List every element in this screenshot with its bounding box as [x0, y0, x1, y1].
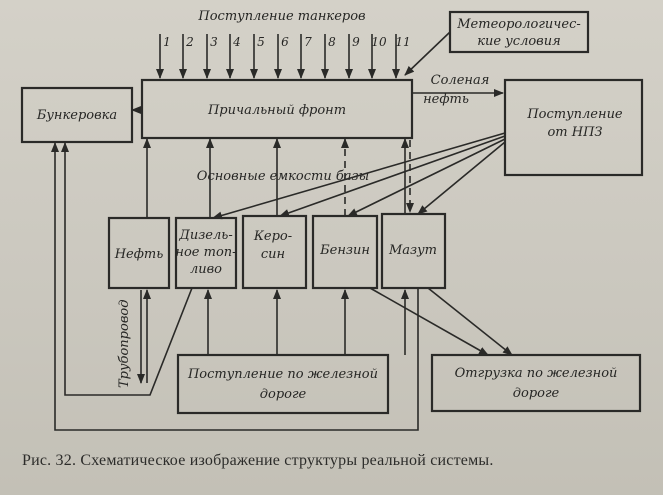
- diesel-to-bunkering-line: [61, 142, 193, 396]
- kerosene-box: [241, 214, 308, 290]
- tanker-number-8: 8: [328, 35, 336, 49]
- main-tanks-label: Основные емкости базы: [197, 169, 369, 184]
- bunkering-box: [20, 86, 134, 144]
- tanker-number-4: 4: [232, 35, 241, 49]
- diesel-box: [174, 216, 238, 290]
- figure-caption: Рис. 32. Схематическое изображение струк…: [22, 452, 494, 469]
- rail-out-label-2: дороге: [513, 386, 560, 401]
- tanker-number-3: 3: [210, 35, 218, 49]
- refinery-to-kerosene-arrow: [279, 135, 506, 217]
- tanker-arrows: [156, 34, 400, 79]
- meteo-label-2: кие условия: [477, 34, 560, 49]
- rail-in-box: [176, 353, 390, 415]
- diesel-label-2: ное топ-: [175, 245, 236, 260]
- berth-front-label: Причальный фронт: [207, 103, 346, 118]
- refinery-label-2: от НПЗ: [547, 125, 602, 140]
- rail-in-label-2: дороге: [260, 387, 307, 402]
- refinery-box: [503, 78, 644, 177]
- brackish-oil-label-1: Соленая: [431, 73, 490, 88]
- refinery-to-diesel-arrow: [212, 132, 506, 220]
- fuel-oil-to-rail-out-arrow: [427, 287, 513, 356]
- tanker-number-2: 2: [185, 35, 194, 49]
- oil-label: Нефть: [114, 247, 164, 262]
- tanker-number-6: 6: [281, 35, 289, 49]
- refinery-label-1: Поступление: [526, 107, 623, 122]
- fuel-oil-to-bunkering-line: [51, 142, 419, 431]
- fuel-oil-box: [380, 212, 447, 290]
- fuel-oil-label: Мазут: [388, 243, 437, 258]
- refinery-to-gasoline-arrow: [347, 138, 506, 217]
- bunkering-label: Бункеровка: [36, 108, 117, 123]
- tanker-number-11: 11: [395, 35, 410, 49]
- pipeline-label: Трубопровод: [117, 300, 132, 388]
- kerosene-label-1: Керо-: [253, 229, 292, 244]
- tanker-number-9: 9: [352, 35, 360, 49]
- rail-in-label-1: Поступление по железной: [187, 367, 378, 382]
- tanker-number-1: 1: [163, 35, 171, 49]
- tanker-number-10: 10: [371, 35, 387, 49]
- gasoline-to-rail-out-arrow: [369, 287, 489, 356]
- oil-box: [107, 216, 171, 290]
- diesel-label-3: ливо: [190, 262, 222, 277]
- rail-out-label-1: Отгрузка по железной: [455, 366, 618, 381]
- tanker-arrivals-label: Поступление танкеров: [197, 9, 365, 24]
- tanker-number-7: 7: [304, 35, 312, 49]
- refinery-to-fuel-oil-arrow: [417, 141, 506, 215]
- tanker-number-5: 5: [257, 35, 265, 49]
- rail-out-box: [430, 353, 642, 413]
- brackish-oil-label-2: нефть: [423, 92, 469, 107]
- meteo-arrow: [404, 31, 451, 76]
- meteo-label-1: Метеорологичес-: [456, 17, 581, 32]
- kerosene-label-2: син: [261, 247, 285, 262]
- gasoline-label: Бензин: [319, 243, 370, 258]
- diesel-label-1: Дизель-: [178, 228, 232, 243]
